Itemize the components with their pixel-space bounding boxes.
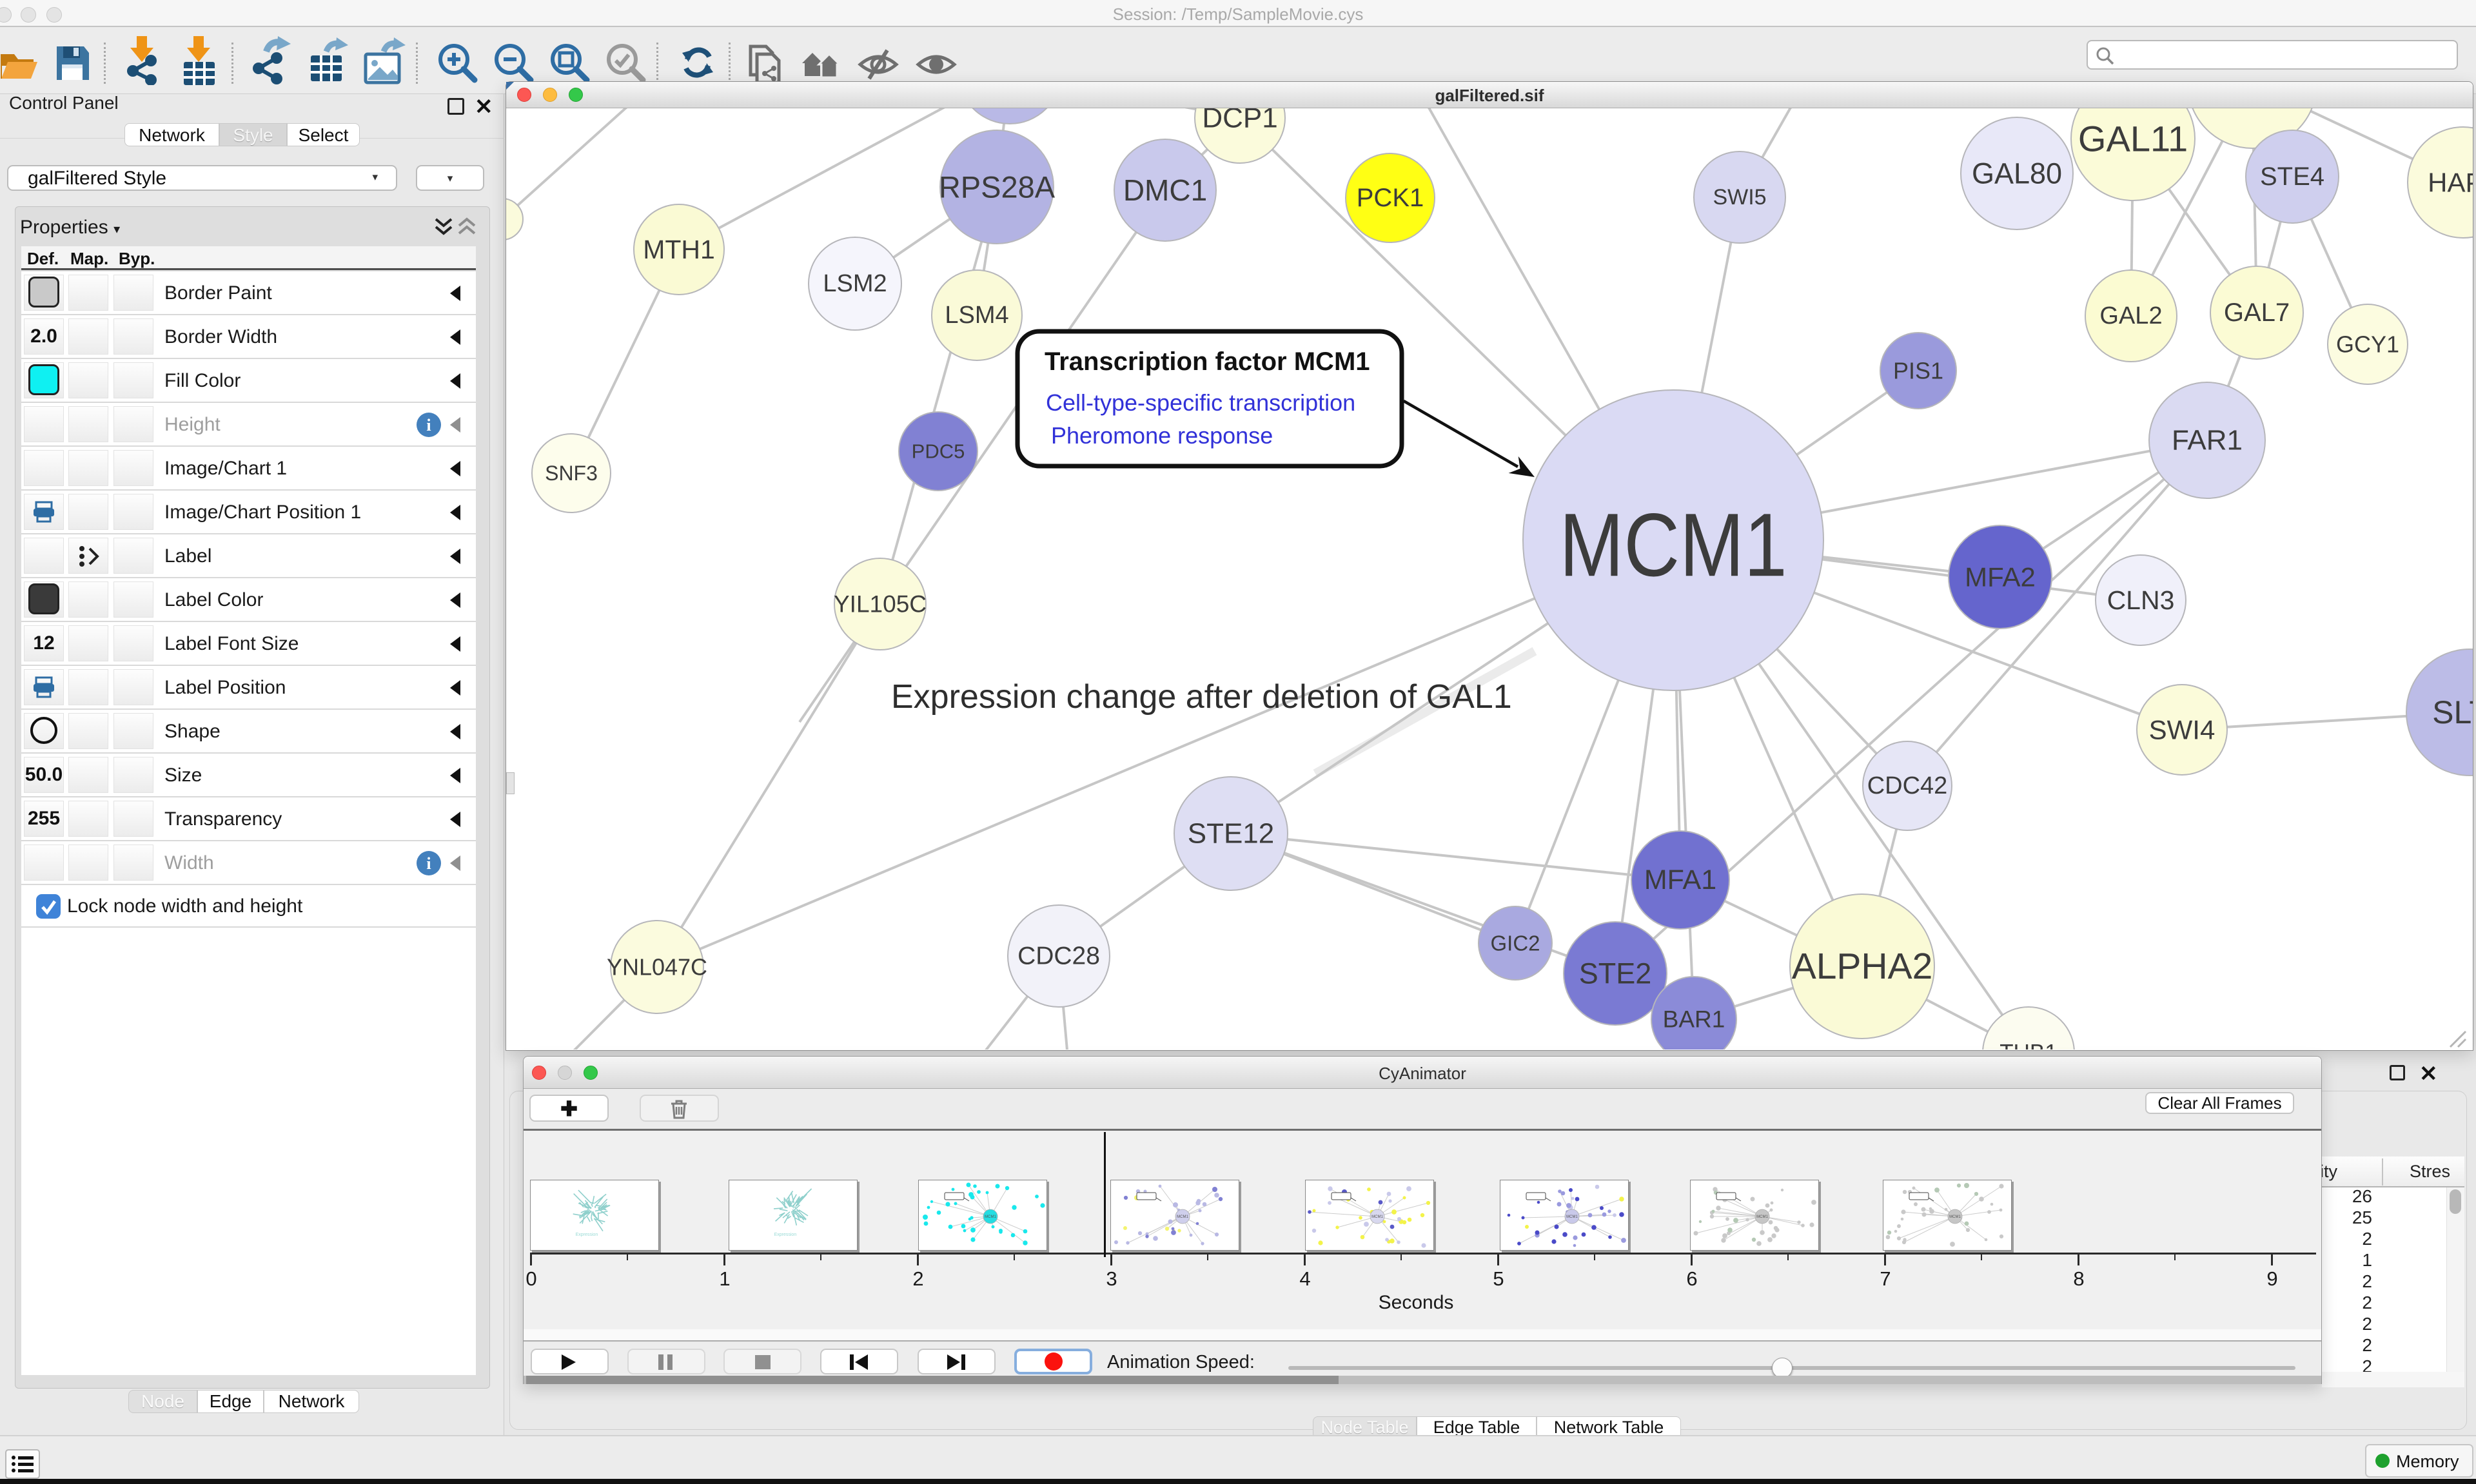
svg-text:SLT2: SLT2	[2432, 694, 2473, 730]
svg-text:BAR1: BAR1	[1663, 1006, 1725, 1033]
svg-text:TUB1: TUB1	[1999, 1040, 2057, 1050]
svg-text:PDC5: PDC5	[912, 440, 965, 463]
svg-text:MCM1: MCM1	[1756, 1215, 1768, 1219]
svg-text:STE2: STE2	[1579, 957, 1652, 990]
svg-text:SWI5: SWI5	[1713, 185, 1766, 210]
svg-text:i: i	[426, 854, 431, 873]
svg-text:LSM4: LSM4	[945, 302, 1008, 329]
svg-text:PCK1: PCK1	[1357, 184, 1424, 212]
svg-text:YNL047C: YNL047C	[607, 954, 707, 981]
svg-text:MCM1: MCM1	[1559, 494, 1787, 595]
svg-text:SNF3: SNF3	[545, 462, 598, 485]
svg-text:MTH1: MTH1	[643, 235, 715, 264]
svg-text:Expression change after deleti: Expression change after deletion of GAL1	[891, 678, 1512, 716]
svg-text:DMC1: DMC1	[1123, 173, 1207, 207]
svg-text:MFA1: MFA1	[1644, 864, 1716, 895]
svg-text:LSM2: LSM2	[823, 270, 887, 297]
svg-text:STE12: STE12	[1188, 818, 1275, 850]
svg-text:HAP2: HAP2	[2428, 168, 2473, 198]
svg-text:MCM1: MCM1	[1177, 1215, 1188, 1219]
svg-text:MCM1: MCM1	[1949, 1215, 1961, 1219]
svg-text:GCY1: GCY1	[2336, 331, 2399, 358]
svg-text:i: i	[426, 416, 431, 434]
svg-text:PIS1: PIS1	[1893, 358, 1943, 384]
svg-text:ALPHA2: ALPHA2	[1792, 946, 1933, 987]
svg-text:MCM1: MCM1	[1566, 1215, 1578, 1219]
svg-text:GAL80: GAL80	[1972, 157, 2062, 190]
svg-text:Expression: Expression	[576, 1233, 598, 1237]
svg-text:MCM1: MCM1	[1371, 1215, 1383, 1219]
svg-text:RPS28A: RPS28A	[939, 170, 1056, 204]
svg-text:Pheromone response: Pheromone response	[1051, 422, 1273, 449]
svg-text:GAL2: GAL2	[2099, 302, 2162, 329]
svg-text:MCM1: MCM1	[985, 1215, 996, 1219]
svg-text:STE4: STE4	[2260, 162, 2324, 191]
svg-text:YIL105C: YIL105C	[834, 591, 927, 618]
svg-text:Transcription factor MCM1: Transcription factor MCM1	[1045, 347, 1370, 376]
svg-text:FAR1: FAR1	[2172, 425, 2243, 456]
svg-text:Cell-type-specific transcripti: Cell-type-specific transcription	[1046, 389, 1355, 416]
svg-text:DCP1: DCP1	[1202, 108, 1277, 134]
svg-text:CDC28: CDC28	[1017, 942, 1100, 970]
svg-text:SWI4: SWI4	[2149, 715, 2216, 745]
svg-text:Expression: Expression	[774, 1233, 797, 1237]
svg-text:GAL7: GAL7	[2224, 298, 2290, 327]
svg-text:GIC2: GIC2	[1490, 932, 1540, 955]
svg-text:MFA2: MFA2	[1965, 562, 2036, 592]
svg-text:CLN3: CLN3	[2107, 585, 2175, 615]
svg-text:CDC42: CDC42	[1867, 772, 1948, 799]
svg-text:GAL11: GAL11	[2078, 119, 2188, 159]
